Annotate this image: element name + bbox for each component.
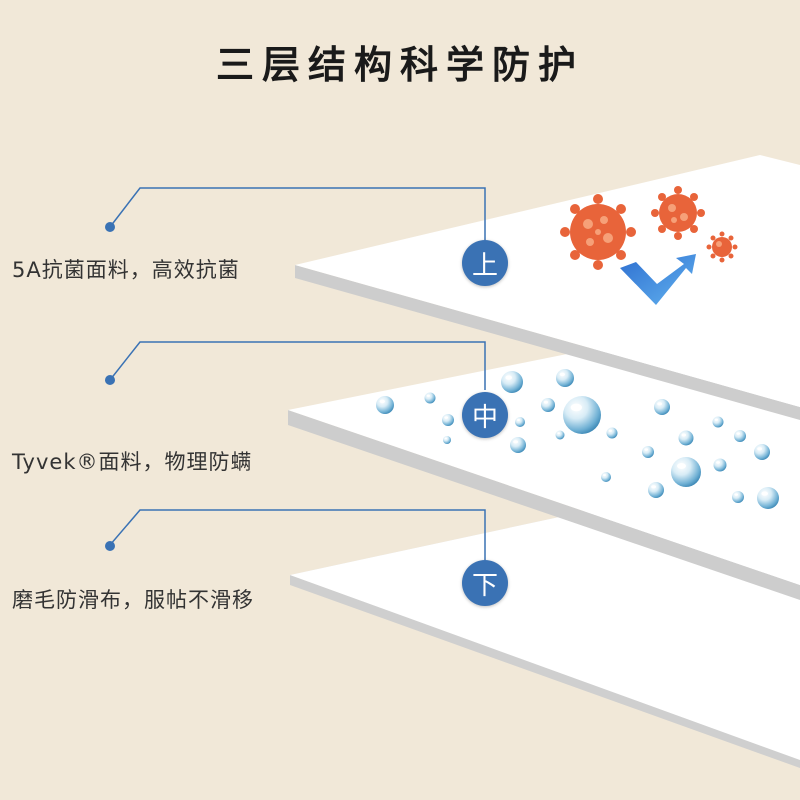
bottom-layer-badge: 下 (462, 560, 508, 606)
germ-icon (651, 186, 705, 240)
leader-dot (105, 375, 115, 385)
leader-lines (109, 187, 486, 560)
germ-icon (706, 231, 738, 263)
middle-layer-label: Tyvek®面料，物理防螨 (12, 450, 253, 474)
bottom-layer-label: 磨毛防滑布，服帖不滑移 (12, 588, 254, 612)
middle-layer-badge: 中 (462, 392, 508, 438)
middle-layer-sheet (288, 345, 800, 600)
page-title: 三层结构科学防护 (215, 43, 584, 87)
top-layer-label: 5A抗菌面料，高效抗菌 (12, 258, 240, 282)
germ-icon (560, 194, 636, 270)
leader-dot (105, 541, 115, 551)
bottom-layer-sheet (290, 505, 800, 768)
top-layer-badge: 上 (462, 240, 508, 286)
leader-dot (105, 222, 115, 232)
arrow-icon (620, 254, 696, 305)
